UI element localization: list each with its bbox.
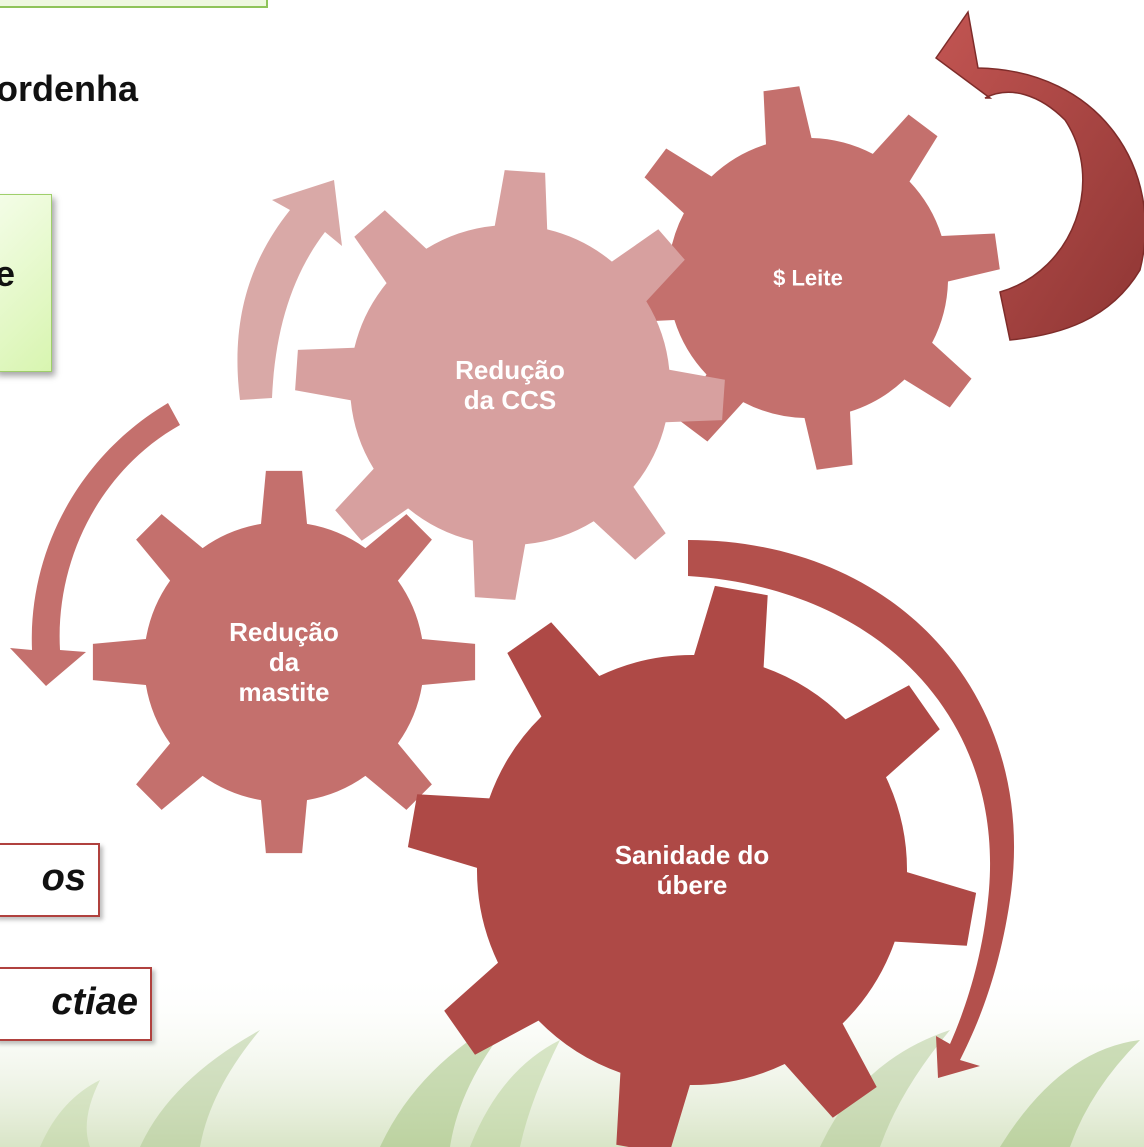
gear-ubere-label-line: Sanidade do <box>615 840 770 870</box>
gear-ubere-shape <box>407 585 977 1147</box>
curved-arrow-right <box>688 540 1015 1078</box>
green-callout-text: e <box>0 253 16 294</box>
gear-mastite-label-line: mastite <box>238 677 329 707</box>
green-callout-box: e <box>0 194 52 372</box>
gear-ccs-label-line: Redução <box>455 355 565 385</box>
red-callout-box-2: ctiae <box>0 967 152 1041</box>
red-callout-box-1: os <box>0 843 100 917</box>
curved-arrow-light <box>237 180 342 400</box>
gear-ccs-shape <box>295 170 725 600</box>
red-callout-text-1: os <box>41 857 86 899</box>
heading-text: ordenha <box>0 68 139 109</box>
top-text-box <box>0 0 268 8</box>
gear-leite-label-line: $ Leite <box>773 266 843 291</box>
gear-mastite-label-line: da <box>269 647 300 677</box>
gear-ubere-label-line: úbere <box>657 870 728 900</box>
gear-leite-shape <box>616 86 1000 470</box>
gear-leite: $ Leite <box>616 86 1000 470</box>
gear-ccs-label-line: da CCS <box>464 385 556 415</box>
curved-arrow-left <box>10 403 180 686</box>
curved-arrow-top-right <box>934 10 1144 341</box>
gear-mastite-shape <box>92 470 476 854</box>
gear-mastite-label-line: Redução <box>229 617 339 647</box>
red-callout-text-2: ctiae <box>51 981 138 1023</box>
